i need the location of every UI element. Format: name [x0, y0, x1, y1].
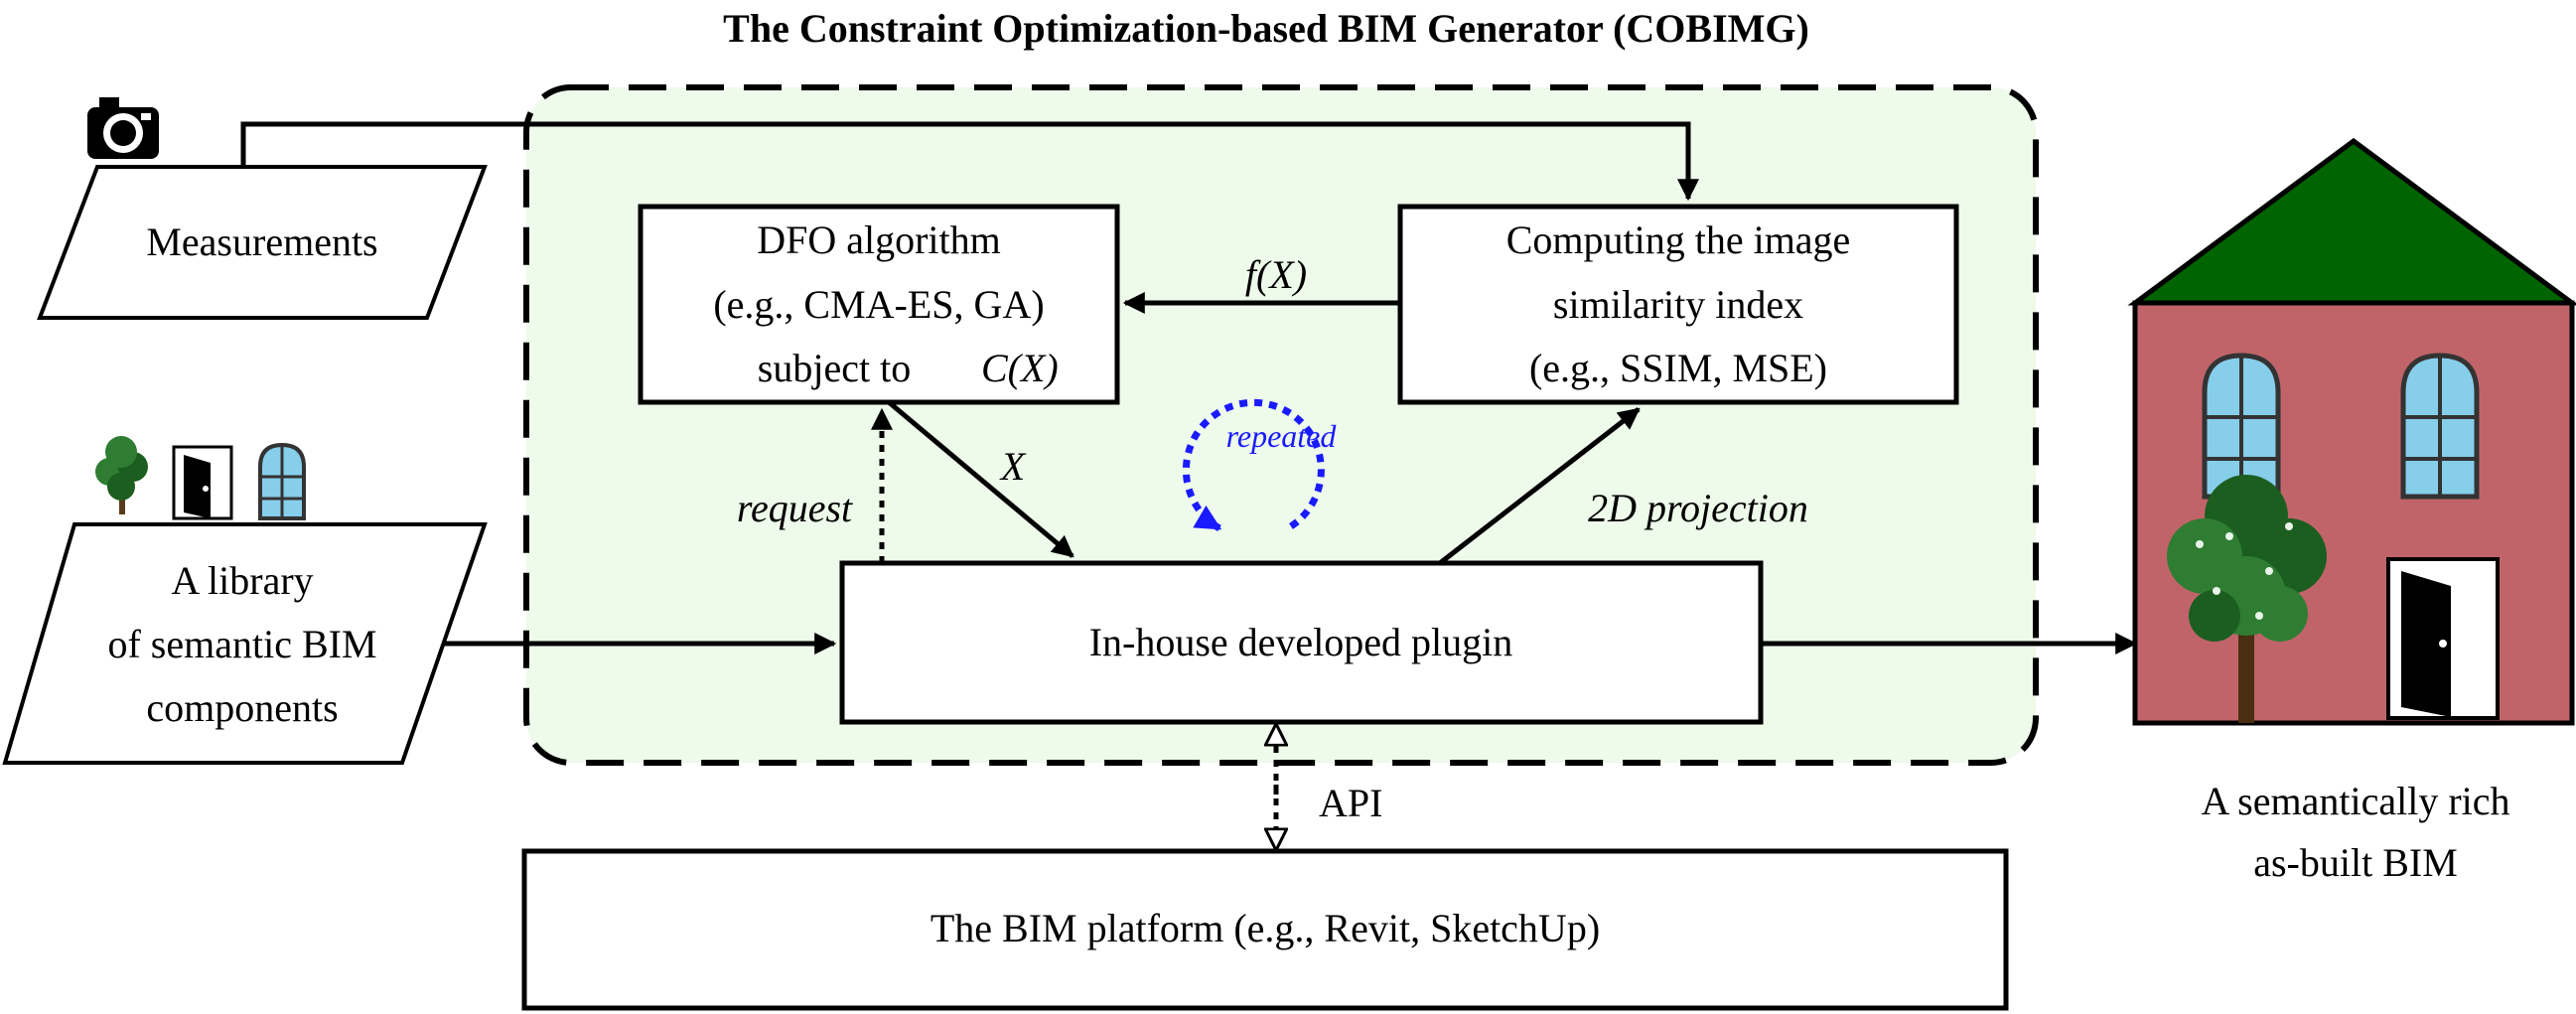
library-line-3: components — [146, 685, 338, 730]
api-label: API — [1319, 781, 1382, 825]
x-label: X — [999, 444, 1027, 489]
diagram-title: The Constraint Optimization-based BIM Ge… — [723, 6, 1809, 51]
plugin-box — [839, 560, 1764, 725]
measurements-arrow — [240, 121, 1699, 202]
request-label: request — [737, 486, 853, 530]
projection-label: 2D projection — [1588, 486, 1808, 530]
similarity-line-2: similarity index — [1553, 282, 1803, 327]
fx-label: f(X) — [1245, 252, 1307, 297]
dfo-line-2: (e.g., CMA-ES, GA) — [713, 282, 1044, 327]
plugin-label: In-house developed plugin — [1089, 620, 1513, 664]
output-line-1: A semantically rich — [2201, 779, 2509, 823]
library-input — [2, 522, 488, 765]
dfo-line-1: DFO algorithm — [757, 217, 1001, 262]
library-line-2: of semantic BIM — [107, 622, 376, 666]
dfo-algorithm-box — [638, 204, 1120, 405]
measurements-label: Measurements — [146, 219, 377, 264]
similarity-index-box — [1397, 204, 1959, 405]
dfo-constraint: C(X) — [981, 346, 1059, 390]
window-icon — [258, 442, 306, 520]
repeated-label: repeated — [1226, 418, 1338, 454]
similarity-line-1: Computing the image — [1506, 217, 1851, 262]
door-icon — [172, 445, 233, 520]
projection-arrow — [1438, 407, 1641, 565]
measurements-input — [37, 165, 488, 320]
camera-icon — [87, 97, 159, 159]
house-icon — [2127, 137, 2576, 726]
library-line-1: A library — [171, 558, 313, 603]
bim-platform-label: The BIM platform (e.g., Revit, SketchUp) — [930, 906, 1600, 950]
similarity-line-3: (e.g., SSIM, MSE) — [1529, 346, 1827, 390]
x-arrow — [887, 400, 1074, 558]
output-line-2: as-built BIM — [2253, 840, 2458, 885]
dfo-line-3: subject to — [758, 346, 911, 390]
tree-icon — [95, 436, 148, 514]
